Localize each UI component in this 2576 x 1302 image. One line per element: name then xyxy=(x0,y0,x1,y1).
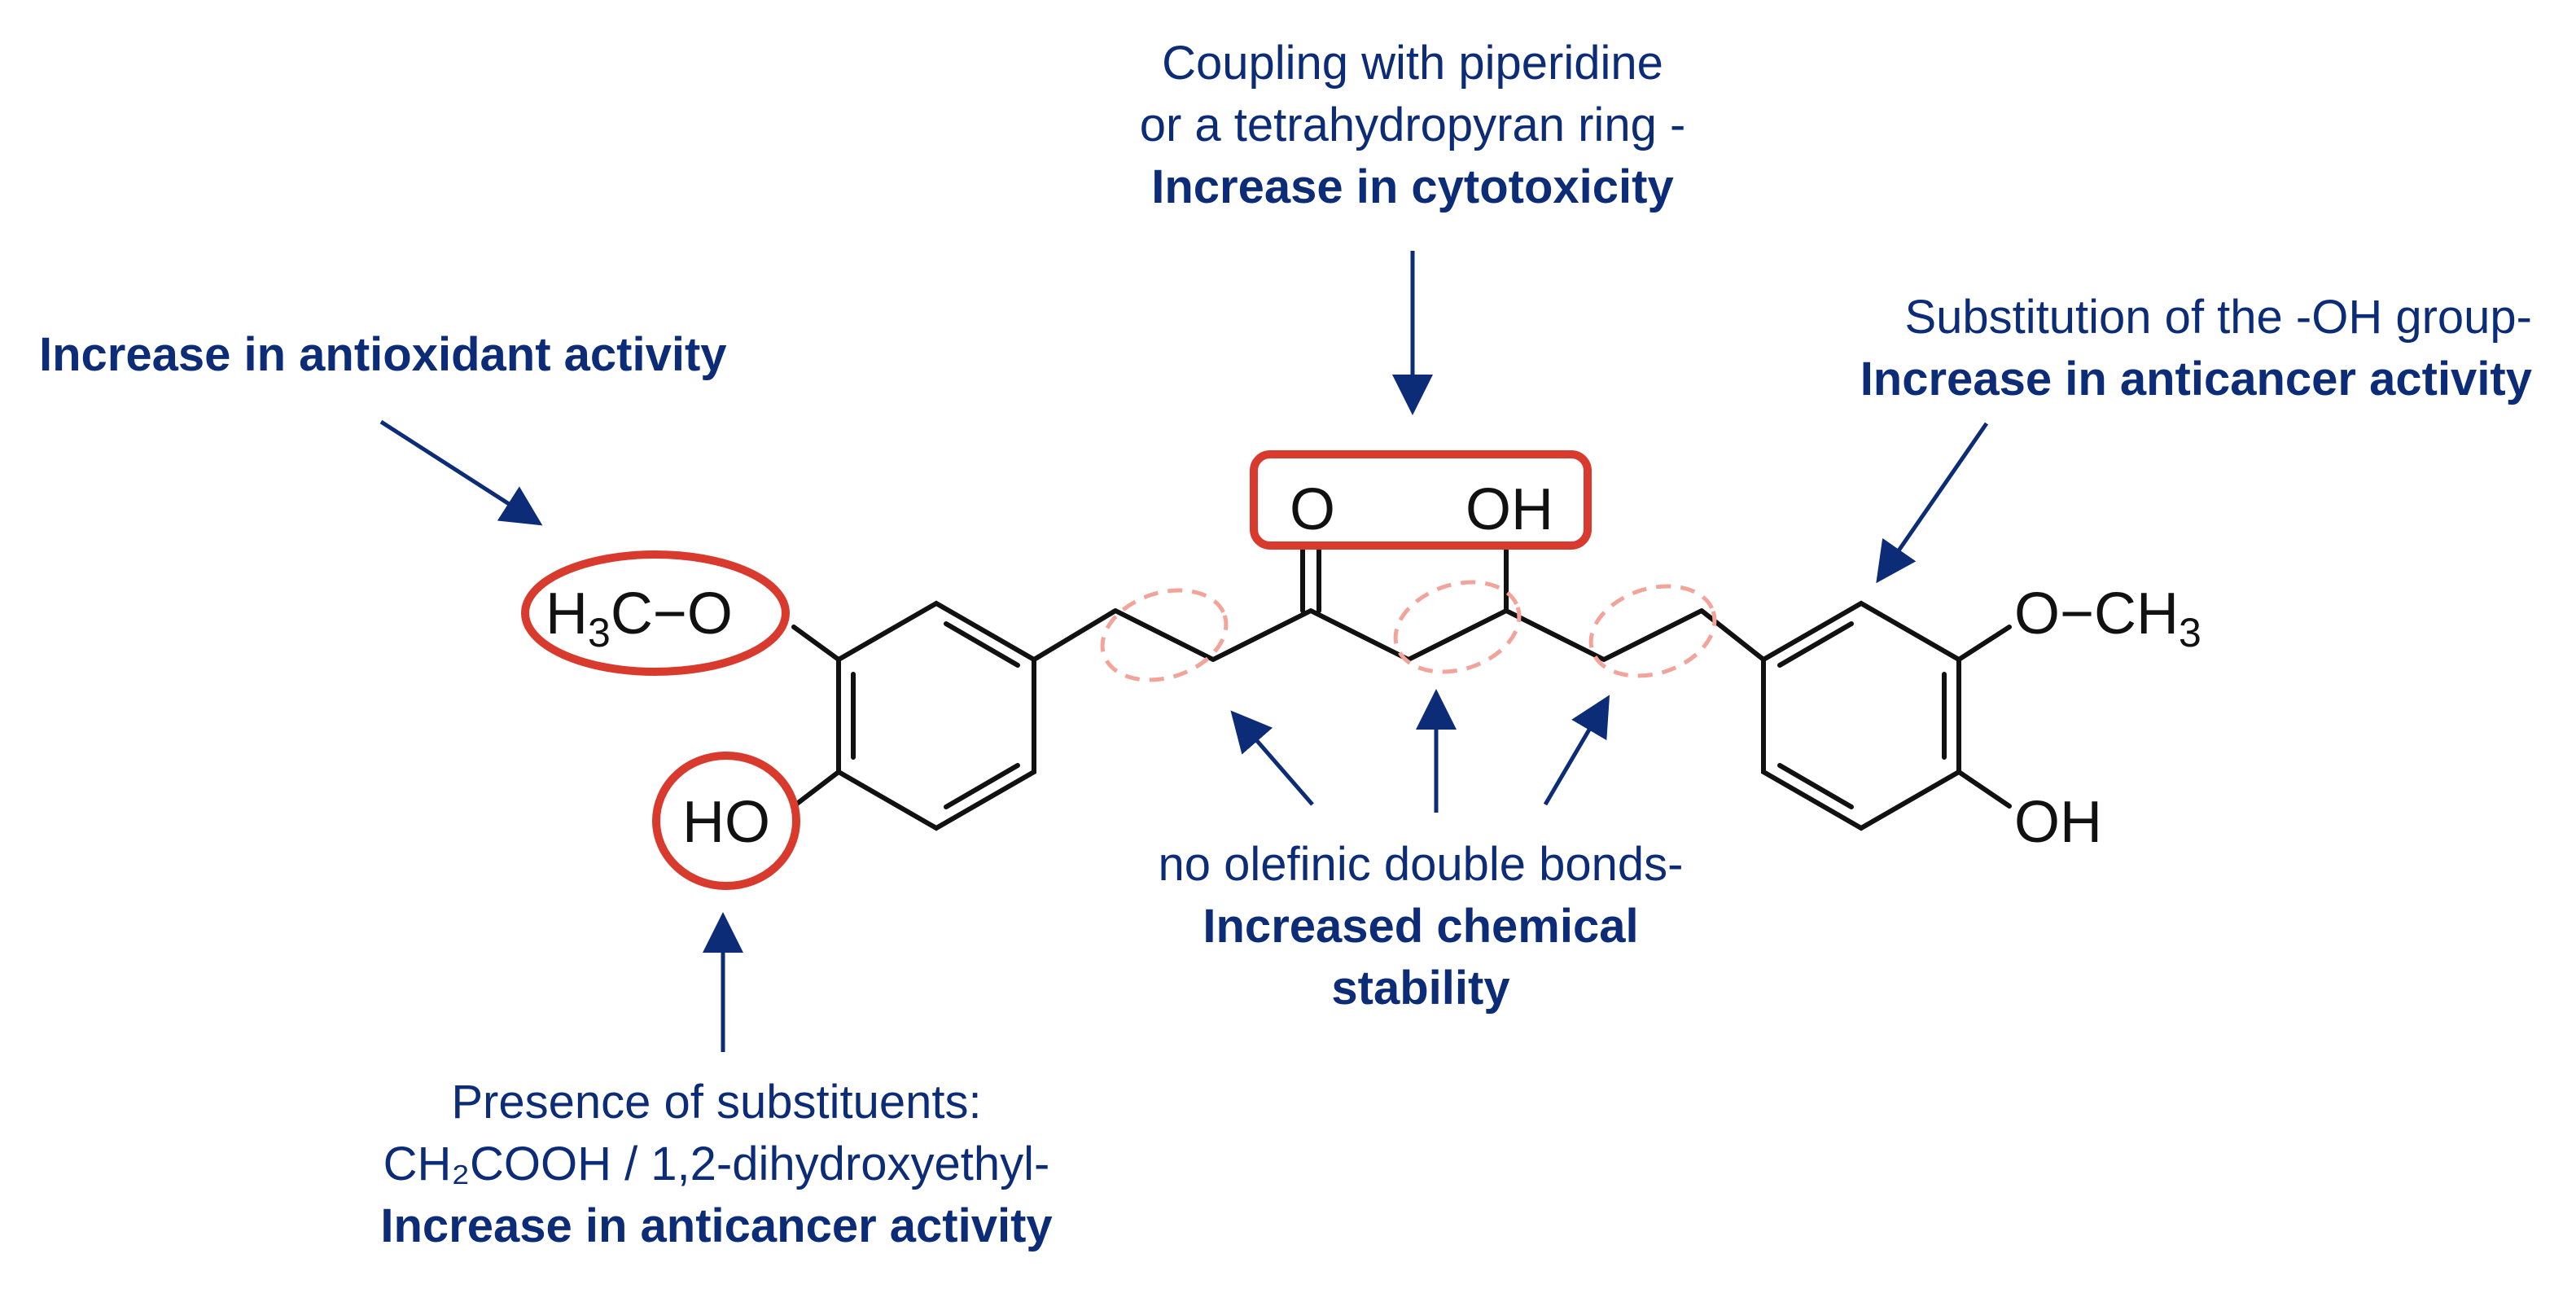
dashed-ellipse-right xyxy=(1588,584,1717,678)
annotation-arrows xyxy=(379,251,1989,1052)
dashed-highlights xyxy=(1100,580,1717,682)
carbonyl-hydroxyl-highlight-box xyxy=(1250,450,1592,550)
arrow-oh-substitution xyxy=(1876,422,1989,584)
annotation-coupling: Coupling with piperidine or a tetrahydro… xyxy=(1083,33,1742,218)
olefinic-emphasis2: stability xyxy=(1331,962,1510,1015)
left-hydroxyl-label: HO xyxy=(682,790,770,855)
substituents-line2: CH₂COOH / 1,2-dihydroxyethyl- xyxy=(383,1138,1050,1190)
oh-substitution-line1: Substitution of the -OH group- xyxy=(1904,291,2532,344)
left-benzene-ring xyxy=(836,600,1036,831)
olefinic-emphasis1: Increased chemical xyxy=(1203,900,1639,953)
annotation-substituents: Presence of substituents: CH₂COOH / 1,2-… xyxy=(326,1072,1107,1257)
secondary-hydroxyl-label: OH xyxy=(1465,477,1553,542)
atom-labels: H3C−O HO O OH O−CH3 OH xyxy=(545,477,2201,855)
annotation-antioxidant: Increase in antioxidant activity xyxy=(39,324,727,386)
substituents-line1: Presence of substituents: xyxy=(451,1076,982,1129)
hydroxyl-highlight-circle xyxy=(652,752,800,890)
left-methoxy-label: H3C−O xyxy=(545,581,733,655)
carbon-chain xyxy=(791,541,2012,809)
dashed-ellipse-middle xyxy=(1393,580,1522,674)
right-hydroxyl-label: OH xyxy=(2014,790,2102,855)
coupling-line2: or a tetrahydropyran ring - xyxy=(1139,99,1686,151)
methoxy-highlight-ellipse xyxy=(521,550,790,676)
olefinic-line1: no olefinic double bonds- xyxy=(1158,838,1684,891)
dashed-ellipse-left xyxy=(1100,588,1229,682)
arrow-olefinic-right xyxy=(1543,695,1610,806)
coupling-line1: Coupling with piperidine xyxy=(1162,37,1663,90)
arrow-olefinic-left xyxy=(1230,710,1314,806)
annotation-olefinic: no olefinic double bonds- Increased chem… xyxy=(1075,834,1767,1019)
ketone-oxygen-label: O xyxy=(1290,477,1335,542)
right-methoxy-label: O−CH3 xyxy=(2014,581,2201,655)
coupling-emphasis: Increase in cytotoxicity xyxy=(1151,160,1674,213)
right-benzene-ring xyxy=(1761,600,1961,831)
arrow-antioxidant xyxy=(379,419,543,526)
red-highlights xyxy=(521,450,1592,890)
antioxidant-emphasis: Increase in antioxidant activity xyxy=(39,328,727,381)
oh-substitution-emphasis: Increase in anticancer activity xyxy=(1860,353,2532,406)
annotation-oh-substitution: Substitution of the -OH group- Increase … xyxy=(1742,287,2532,410)
substituents-emphasis: Increase in anticancer activity xyxy=(380,1199,1053,1252)
